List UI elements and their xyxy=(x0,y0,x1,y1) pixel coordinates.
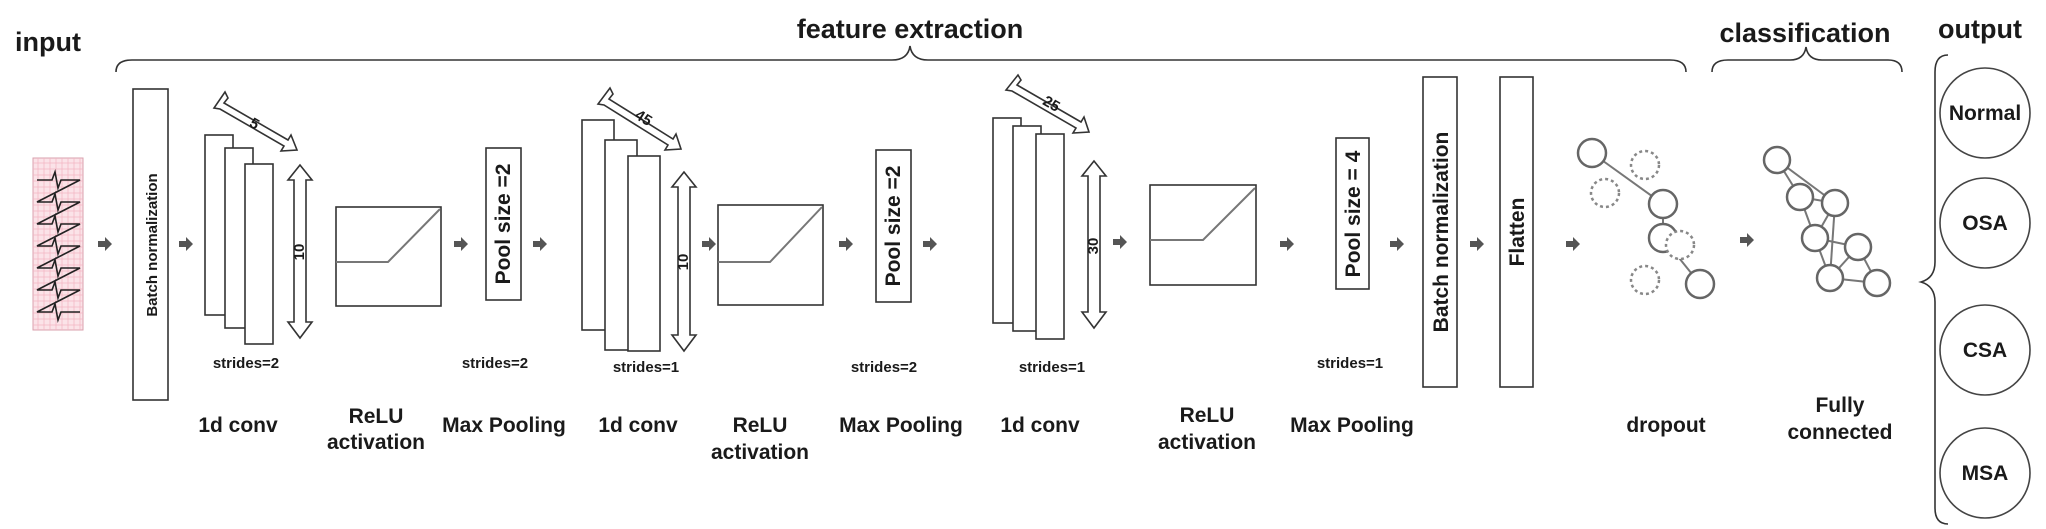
pool1-size: Pool size =2 xyxy=(492,164,515,285)
conv1-filter-stack xyxy=(204,134,274,345)
batch-normalization-2-label: Batch normalization xyxy=(1430,132,1453,333)
flow-arrow-11 xyxy=(1470,237,1484,251)
output-label-osa: OSA xyxy=(1962,212,2008,235)
relu2-curve xyxy=(718,206,823,263)
conv1-filters-arrow: 10 xyxy=(286,163,314,340)
output-circle-normal xyxy=(1939,67,2031,159)
flow-arrow-8 xyxy=(1113,235,1127,249)
pool1-box xyxy=(485,147,522,301)
conv1-strides: strides=2 xyxy=(213,355,279,372)
flow-arrow-10 xyxy=(1390,237,1404,251)
relu1-curve xyxy=(336,208,441,263)
pool2-label: Max Pooling xyxy=(839,414,963,437)
pool2-box xyxy=(875,149,912,303)
output-circle-csa xyxy=(1939,304,2031,396)
relu1-label-line2: activation xyxy=(327,431,425,454)
dropout-label: dropout xyxy=(1626,414,1705,437)
conv3-filter-stack xyxy=(992,117,1065,340)
conv3-strides: strides=1 xyxy=(1019,359,1085,376)
fully-connected-label-line2: connected xyxy=(1787,421,1892,444)
feature-extraction-header: feature extraction xyxy=(797,14,1024,44)
output-circle-osa xyxy=(1939,177,2031,269)
output-header: output xyxy=(1938,14,2022,44)
relu3-curve xyxy=(1150,187,1256,241)
conv1-filter-count: 10 xyxy=(291,244,308,261)
relu2-box xyxy=(717,204,824,306)
dropout-network xyxy=(1576,137,1716,300)
conv3-kernel-size: 25 xyxy=(1040,93,1063,116)
conv1-label: 1d conv xyxy=(198,414,278,437)
conv3-filters-arrow: 30 xyxy=(1080,159,1108,330)
pool1-label: Max Pooling xyxy=(442,414,566,437)
relu3-label-line2: activation xyxy=(1158,431,1256,454)
classification-brace xyxy=(1711,46,1903,73)
pool2-size: Pool size =2 xyxy=(882,166,905,287)
relu2-label-line1: ReLU xyxy=(733,414,788,437)
input-header: input xyxy=(15,27,81,57)
conv1-kernel-arrow: 5 xyxy=(212,90,299,152)
conv2-filter-stack xyxy=(581,119,661,352)
relu1-label-line1: ReLU xyxy=(349,405,404,428)
pool3-box xyxy=(1335,137,1370,290)
relu3-label-line1: ReLU xyxy=(1180,404,1235,427)
conv3-label: 1d conv xyxy=(1000,414,1080,437)
output-label-msa: MSA xyxy=(1962,462,2009,485)
conv2-label: 1d conv xyxy=(598,414,678,437)
pool2-strides: strides=2 xyxy=(851,359,917,376)
conv2-filter-count: 10 xyxy=(675,254,692,271)
flow-arrow-6 xyxy=(839,237,853,251)
conv2-filters-arrow: 10 xyxy=(670,170,698,353)
relu3-box xyxy=(1149,184,1257,286)
ecg-input-strip xyxy=(32,157,84,331)
flatten-label: Flatten xyxy=(1506,198,1529,267)
flow-arrow-1 xyxy=(98,237,112,251)
pool3-size: Pool size = 4 xyxy=(1342,150,1365,277)
pool3-label: Max Pooling xyxy=(1290,414,1414,437)
output-brace xyxy=(1918,54,1949,525)
feature-extraction-brace xyxy=(115,45,1687,73)
relu1-box xyxy=(335,206,442,307)
fully-connected-network xyxy=(1762,145,1892,298)
conv3-kernel-arrow: 25 xyxy=(1004,73,1091,134)
output-label-csa: CSA xyxy=(1963,339,2007,362)
batch-normalization-1-label: Batch normalization xyxy=(144,173,161,316)
pool1-strides: strides=2 xyxy=(462,355,528,372)
conv2-kernel-arrow: 45 xyxy=(596,86,683,151)
classification-header: classification xyxy=(1719,18,1890,48)
flatten-box xyxy=(1499,76,1534,388)
flow-arrow-7 xyxy=(923,237,937,251)
flow-arrow-12 xyxy=(1566,237,1580,251)
output-circle-msa xyxy=(1939,427,2031,519)
flow-arrow-9 xyxy=(1280,237,1294,251)
batch-normalization-2-box xyxy=(1422,76,1458,388)
flow-arrow-2 xyxy=(179,237,193,251)
flow-arrow-3 xyxy=(454,237,468,251)
flow-arrow-5 xyxy=(702,237,716,251)
output-label-normal: Normal xyxy=(1949,102,2021,125)
conv2-kernel-size: 45 xyxy=(632,107,655,130)
relu2-label-line2: activation xyxy=(711,441,809,464)
pool3-strides: strides=1 xyxy=(1317,355,1383,372)
conv3-filter-count: 30 xyxy=(1085,238,1102,255)
conv2-strides: strides=1 xyxy=(613,359,679,376)
fully-connected-label-line1: Fully xyxy=(1815,394,1864,417)
flow-arrow-13 xyxy=(1740,233,1754,247)
flow-arrow-4 xyxy=(533,237,547,251)
output-classes: Normal OSA CSA MSA xyxy=(1939,67,2031,519)
flow-arrows xyxy=(98,233,1754,251)
batch-normalization-1-box xyxy=(132,88,169,401)
